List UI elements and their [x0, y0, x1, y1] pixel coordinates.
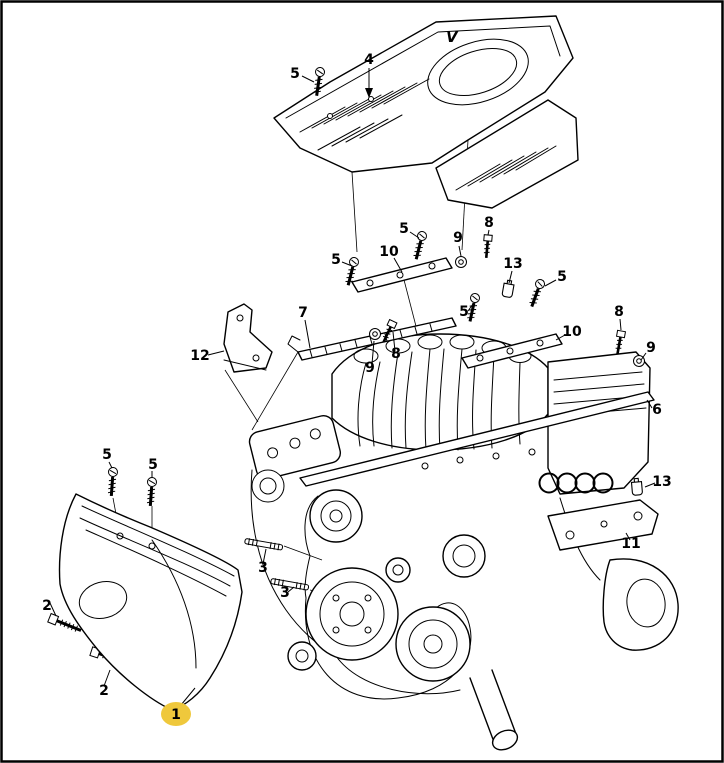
callout-3[interactable]: 3 — [258, 560, 268, 576]
callout-5[interactable]: 5 — [557, 269, 567, 285]
callout-1-highlighted[interactable]: 1 — [171, 707, 181, 723]
callout-8[interactable]: 8 — [614, 304, 624, 320]
callout-10[interactable]: 10 — [562, 324, 582, 340]
callout-7[interactable]: 7 — [298, 305, 308, 321]
callout-5[interactable]: 5 — [459, 304, 469, 320]
callout-13[interactable]: 13 — [503, 256, 522, 272]
bracket-11 — [547, 499, 659, 551]
callout-5[interactable]: 5 — [148, 457, 158, 473]
cover-vent-slats — [299, 78, 430, 151]
mounting-rails — [223, 257, 659, 551]
engine-block-illustration — [248, 333, 679, 751]
flap-vent-slats — [455, 145, 557, 191]
callout-2[interactable]: 2 — [99, 683, 109, 699]
rail-10-upper — [351, 257, 453, 293]
side-cover-part — [58, 493, 243, 711]
callout-3[interactable]: 3 — [280, 585, 290, 601]
callout-8[interactable]: 8 — [391, 346, 401, 362]
engine-cover-part: V — [273, 15, 579, 209]
callout-8[interactable]: 8 — [484, 215, 494, 231]
highlight-marker — [161, 702, 191, 726]
callout-6[interactable]: 6 — [652, 402, 662, 418]
callout-11[interactable]: 11 — [621, 536, 640, 552]
callout-5[interactable]: 5 — [290, 66, 300, 82]
callout-5[interactable]: 5 — [102, 447, 112, 463]
audi-rings-logo — [538, 472, 614, 494]
washer-9-mid — [369, 328, 381, 340]
callout-12[interactable]: 12 — [190, 348, 209, 364]
callout-13[interactable]: 13 — [652, 474, 671, 490]
cover-badge-text: V — [446, 28, 459, 46]
callout-9[interactable]: 9 — [365, 360, 375, 376]
callout-10[interactable]: 10 — [379, 244, 399, 260]
callout-2[interactable]: 2 — [42, 598, 52, 614]
bracket-12 — [223, 303, 273, 373]
callout-9[interactable]: 9 — [646, 340, 656, 356]
leader-lines — [49, 68, 656, 706]
callout-9[interactable]: 9 — [453, 230, 463, 246]
callouts: 5 4 5 10 5 9 8 13 5 7 5 10 8 9 12 9 8 6 … — [42, 52, 672, 726]
support-bar-6 — [299, 391, 655, 487]
callout-5[interactable]: 5 — [331, 252, 341, 268]
washer-9-upper — [455, 256, 467, 268]
callout-5[interactable]: 5 — [399, 221, 409, 237]
callout-4[interactable]: 4 — [364, 52, 374, 68]
